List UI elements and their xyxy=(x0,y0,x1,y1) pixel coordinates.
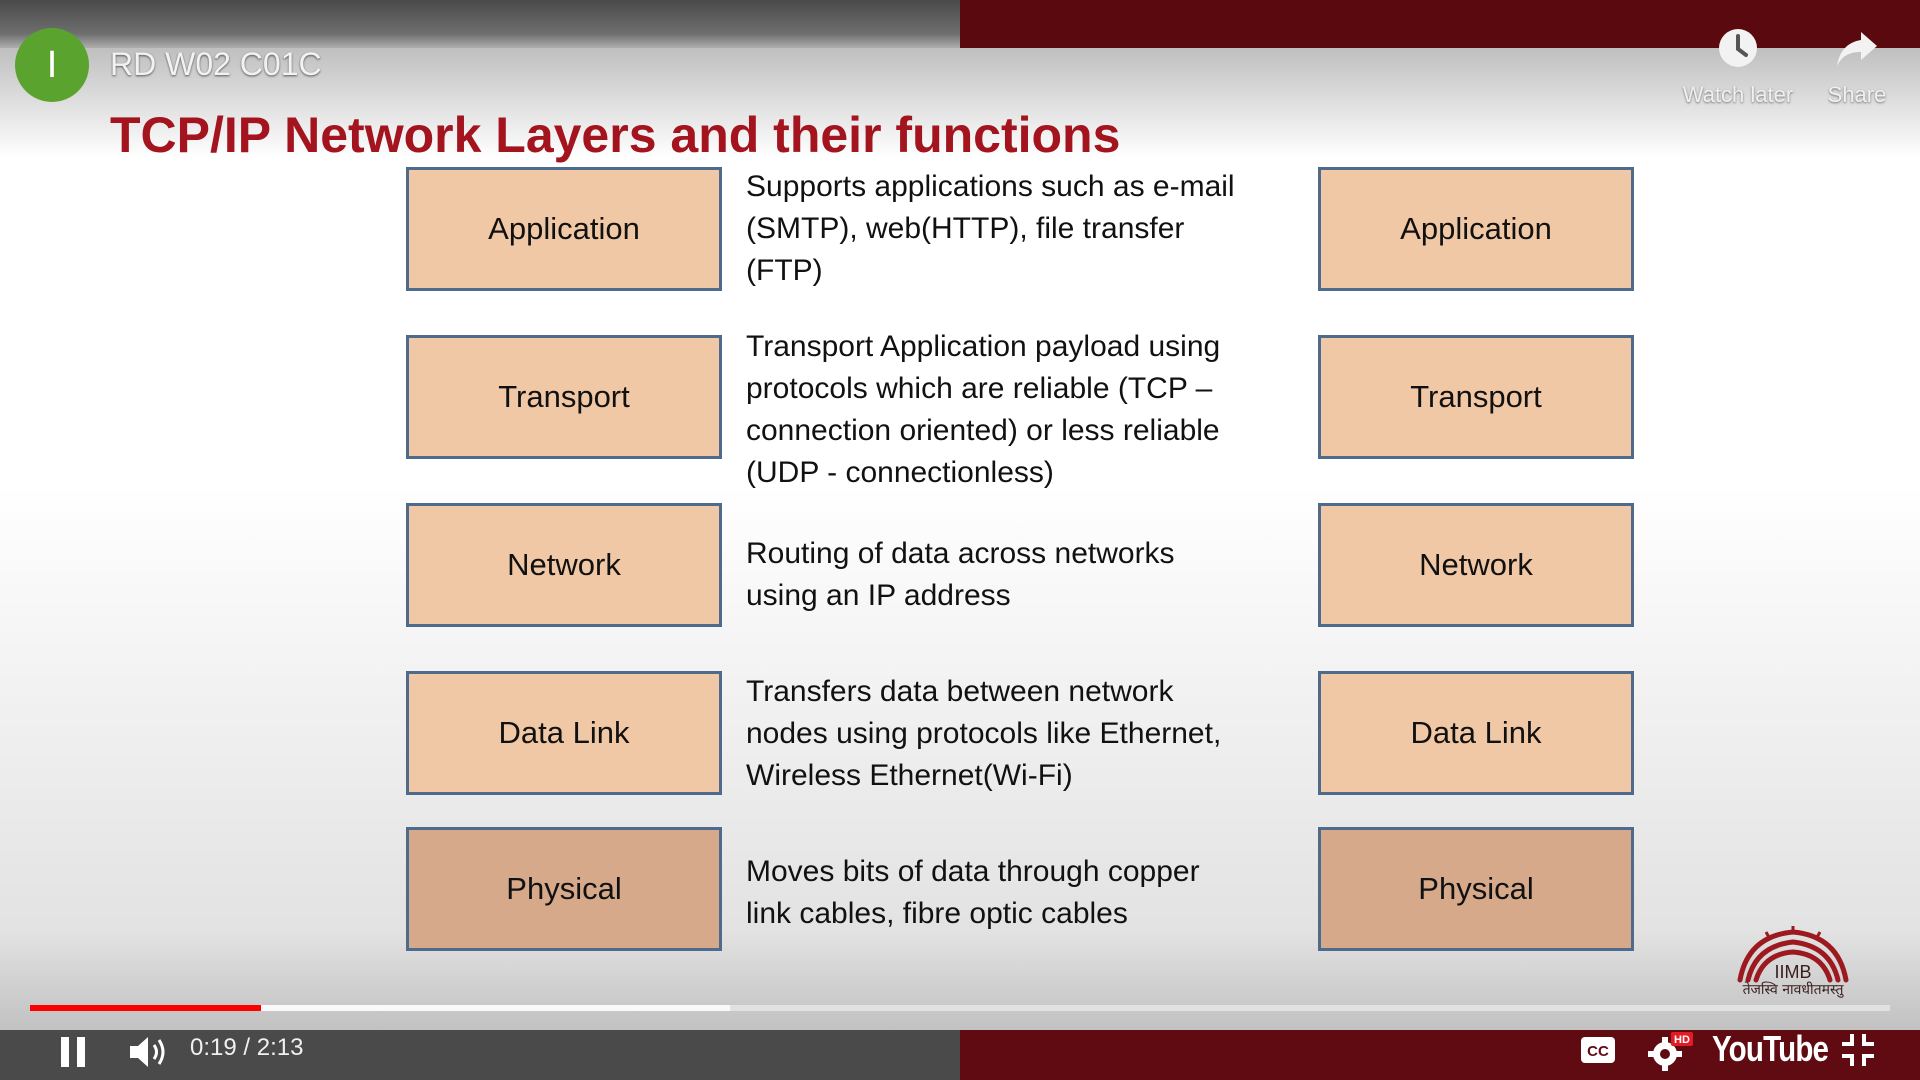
description-line: nodes using protocols like Ethernet, xyxy=(746,717,1222,750)
description-line: protocols which are reliable (TCP – xyxy=(746,372,1213,405)
description-line: link cables, fibre optic cables xyxy=(746,897,1128,930)
left-layer-physical: Physical xyxy=(406,827,722,951)
transport-description: Transport Application payload using prot… xyxy=(746,326,1306,494)
clock-icon xyxy=(1719,29,1757,67)
left-layer-application: Application xyxy=(406,167,722,291)
exit-fullscreen-icon[interactable] xyxy=(1840,1032,1876,1068)
top-overlay-right xyxy=(960,0,1920,48)
right-layer-application: Application xyxy=(1318,167,1634,291)
description-line: Transport Application payload using xyxy=(746,330,1221,363)
time-display: 0:19 / 2:13 xyxy=(190,1034,304,1061)
description-line: (FTP) xyxy=(746,254,823,287)
top-gradient-overlay xyxy=(0,48,1920,158)
description-line: Moves bits of data through copper xyxy=(746,855,1200,888)
share-button[interactable]: Share xyxy=(1787,24,1920,108)
volume-icon[interactable] xyxy=(128,1034,170,1070)
application-description: Supports applications such as e-mail (SM… xyxy=(746,166,1306,292)
controls-bar-left xyxy=(0,1030,960,1080)
progress-bar[interactable] xyxy=(30,1005,1890,1011)
youtube-logo[interactable]: YouTube xyxy=(1712,1028,1829,1069)
left-layer-network: Network xyxy=(406,503,722,627)
logo-motto: तेजस्वि नावधीतमस्तु xyxy=(1742,982,1844,998)
captions-icon[interactable]: CC xyxy=(1580,1036,1616,1064)
right-layer-data-link: Data Link xyxy=(1318,671,1634,795)
top-overlay-left xyxy=(0,0,960,48)
video-title[interactable]: RD W02 C01C xyxy=(110,46,322,82)
description-line: using an IP address xyxy=(746,579,1011,612)
physical-description: Moves bits of data through copper link c… xyxy=(746,851,1306,935)
captions-label: CC xyxy=(1587,1043,1609,1060)
channel-avatar-letter: I xyxy=(46,43,58,86)
right-layer-network: Network xyxy=(1318,503,1634,627)
pause-icon[interactable] xyxy=(58,1035,90,1069)
left-layer-data-link: Data Link xyxy=(406,671,722,795)
watch-later-button[interactable]: Watch later xyxy=(1668,24,1808,108)
share-arrow-icon xyxy=(1837,32,1877,66)
hd-badge: HD xyxy=(1674,1034,1690,1046)
description-line: connection oriented) or less reliable xyxy=(746,414,1220,447)
controls-bar-right xyxy=(960,1030,1920,1080)
left-layer-transport: Transport xyxy=(406,335,722,459)
network-description: Routing of data across networks using an… xyxy=(746,533,1306,617)
settings-gear-icon[interactable]: HD xyxy=(1645,1030,1695,1072)
right-layer-physical: Physical xyxy=(1318,827,1634,951)
logo-wordmark: IIMB xyxy=(1774,962,1811,982)
description-line: (SMTP), web(HTTP), file transfer xyxy=(746,212,1185,245)
share-label: Share xyxy=(1827,82,1887,107)
channel-avatar[interactable]: I xyxy=(15,28,89,102)
progress-buffered xyxy=(30,1005,730,1011)
progress-played xyxy=(30,1005,261,1011)
data-link-description: Transfers data between network nodes usi… xyxy=(746,671,1306,797)
slide-title: TCP/IP Network Layers and their function… xyxy=(110,107,1121,163)
watch-later-label: Watch later xyxy=(1682,82,1794,107)
iimb-logo: IIMB xyxy=(1737,926,1849,983)
description-line: Supports applications such as e-mail xyxy=(746,170,1235,203)
description-line: Wireless Ethernet(Wi-Fi) xyxy=(746,759,1073,792)
right-layer-transport: Transport xyxy=(1318,335,1634,459)
description-line: (UDP - connectionless) xyxy=(746,456,1054,489)
description-line: Routing of data across networks xyxy=(746,537,1175,570)
description-line: Transfers data between network xyxy=(746,675,1174,708)
